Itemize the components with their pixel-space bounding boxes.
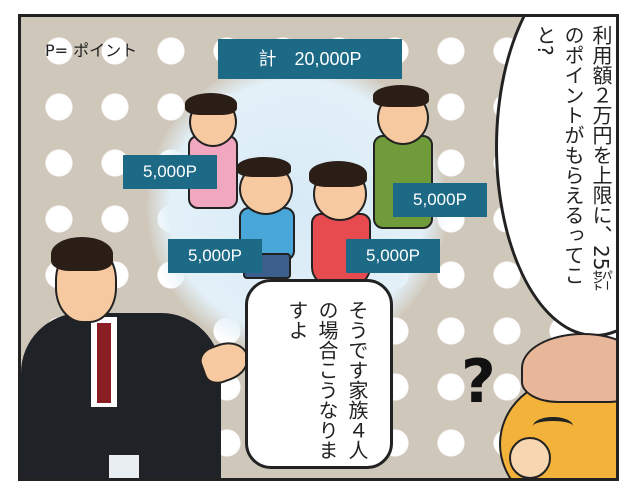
mother-hair [185, 93, 237, 115]
man-tie [97, 323, 111, 403]
comic-panel: P= ポイント 計 20,000P 5,000P 5,000P 5,000P 5… [18, 14, 619, 481]
points-label-girl: 5,000P [346, 239, 440, 273]
speech-bubble-bottom: そうです家族４人の場合こうなりますよ [245, 279, 393, 469]
points-label-mother: 5,000P [123, 155, 217, 189]
question-mark-icon: ? [461, 347, 496, 417]
points-label-father: 5,000P [393, 183, 487, 217]
man-suit [21, 313, 221, 478]
mascot-eye [533, 417, 573, 435]
man-hair [51, 237, 113, 271]
points-label-boy: 5,000P [168, 239, 262, 273]
mascot-cap [521, 333, 616, 403]
mascot-hand [509, 437, 551, 478]
man-id-badge [107, 453, 141, 478]
total-points-label: 計 20,000P [218, 39, 402, 79]
boy-hair [237, 157, 291, 177]
father-hair [373, 85, 429, 107]
girl-hair [309, 161, 367, 187]
points-legend: P= ポイント [45, 41, 138, 60]
speech-bubble-top-right-text: 利用額２万円を上限に、25㌫のポイントがもらえるってこと? [533, 25, 613, 291]
speech-bubble-bottom-text: そうです家族４人の場合こうなりますよ [285, 300, 369, 460]
